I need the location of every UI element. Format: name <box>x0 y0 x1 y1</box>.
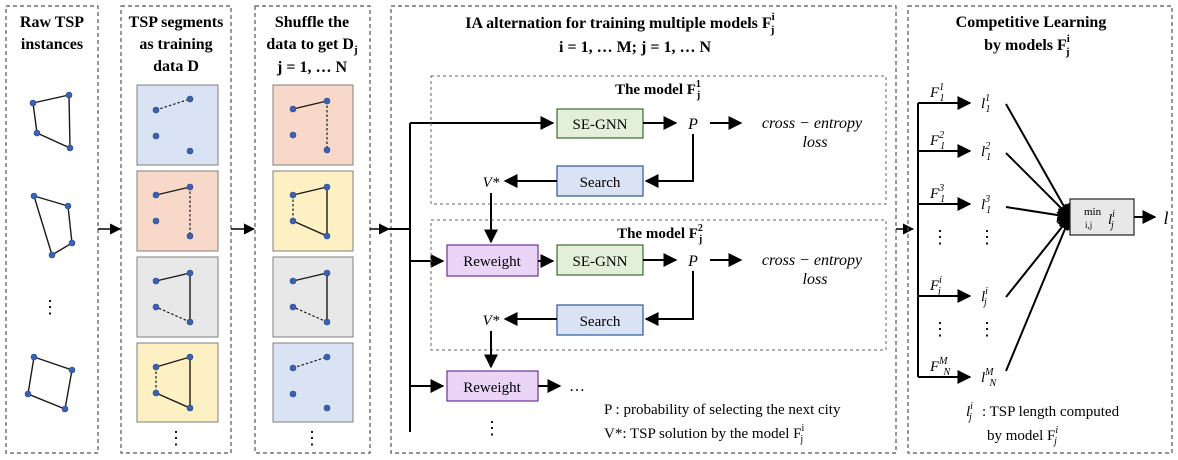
shuffle-title-line3: j = 1, … N <box>276 59 347 76</box>
convergence-line-2 <box>1005 152 1071 218</box>
competitive-panel-border <box>907 5 1173 454</box>
segnn-label-1: SE-GNN <box>573 117 628 133</box>
raw-instances-panel: Raw TSP instances ⋮ <box>5 5 99 454</box>
shuffle-tile-1 <box>272 84 354 166</box>
ia-more-dots: ⋮ <box>483 418 501 438</box>
convergence-line-5 <box>1005 215 1072 372</box>
shuffle-more-dots: ⋮ <box>303 428 321 448</box>
shuffle-tile-3 <box>272 256 354 338</box>
loss-2-line1: cross − entropy <box>762 252 863 269</box>
loss-1-line2: loss <box>803 134 828 151</box>
search-box-2 <box>556 304 644 336</box>
segment-tile-1 <box>136 84 219 166</box>
ia-title-line1: IA alternation for training multiple mod… <box>465 11 774 36</box>
segment-tile-3 <box>136 256 219 338</box>
shuffle-title-line1: Shuffle the <box>275 14 349 31</box>
reweight-label-2: Reweight <box>463 380 521 396</box>
ia-panel: IA alternation for training multiple mod… <box>389 5 897 454</box>
raw-panel-border <box>5 5 99 454</box>
shuffle-tile-4 <box>272 342 354 423</box>
segment-tile-4 <box>136 342 219 423</box>
min-operator-sub: i,j <box>1085 220 1092 230</box>
reweight-label-1: Reweight <box>463 254 521 270</box>
min-operator: min <box>1084 206 1102 218</box>
convergence-lines <box>1005 103 1072 372</box>
convergence-line-4 <box>1005 215 1071 298</box>
segments-panel: TSP segments as training data D <box>120 5 232 454</box>
convergence-line-1 <box>1005 103 1071 219</box>
length-more-dots-2: ⋮ <box>978 319 996 339</box>
search-label-2: Search <box>580 314 621 330</box>
raw-instance-2 <box>30 192 76 259</box>
shuffle-tile-2 <box>272 170 354 252</box>
segment-tile-2 <box>136 170 219 252</box>
model-1-border <box>430 75 887 205</box>
loss-2-line2: loss <box>803 271 828 288</box>
raw-more-dots: ⋮ <box>41 297 59 317</box>
segments-title-line2: as training <box>139 36 212 53</box>
search-box-1 <box>556 165 644 197</box>
loss-1-line1: cross − entropy <box>762 115 863 132</box>
length-more-dots: ⋮ <box>978 227 996 247</box>
vstar-symbol-1: V* <box>483 175 500 191</box>
continuation-ellipsis: … <box>569 378 585 395</box>
segments-title-line3: data D <box>153 58 199 75</box>
arrow-p2-to-search <box>644 271 694 326</box>
raw-title-line1: Raw TSP <box>20 14 84 31</box>
raw-instance-3 <box>24 353 76 413</box>
arrow-p1-to-search <box>644 134 694 188</box>
segnn-label-2: SE-GNN <box>573 254 628 270</box>
p-symbol-1: P <box>687 116 698 133</box>
min-box <box>1069 198 1135 236</box>
ia-title-line2: i = 1, … M; j = 1, … N <box>559 39 711 56</box>
segments-title-line1: TSP segments <box>129 14 224 31</box>
output-l: l <box>1163 208 1168 228</box>
model-2-border <box>430 219 887 351</box>
search-label-1: Search <box>580 175 621 191</box>
raw-instance-1 <box>29 91 74 152</box>
p-symbol-2: P <box>687 253 698 270</box>
raw-title-line2: instances <box>21 36 83 53</box>
segnn-box-2 <box>556 244 644 276</box>
model-more-dots-2: ⋮ <box>931 319 949 339</box>
segments-more-dots: ⋮ <box>167 428 185 448</box>
shuffle-panel: Shuffle the data to get Dj j = 1, … N <box>254 5 371 454</box>
vstar-symbol-2: V* <box>483 313 500 329</box>
shuffle-title-line2: data to get Dj <box>266 36 357 56</box>
model-more-dots: ⋮ <box>931 227 949 247</box>
segments-panel-border <box>120 5 232 454</box>
convergence-line-3 <box>1005 206 1072 222</box>
note-line1: : TSP length computed <box>982 404 1120 420</box>
legend-p: P : probability of selecting the next ci… <box>604 402 841 418</box>
reweight-box-2 <box>446 370 539 402</box>
competitive-title-line1: Competitive Learning <box>956 14 1107 31</box>
